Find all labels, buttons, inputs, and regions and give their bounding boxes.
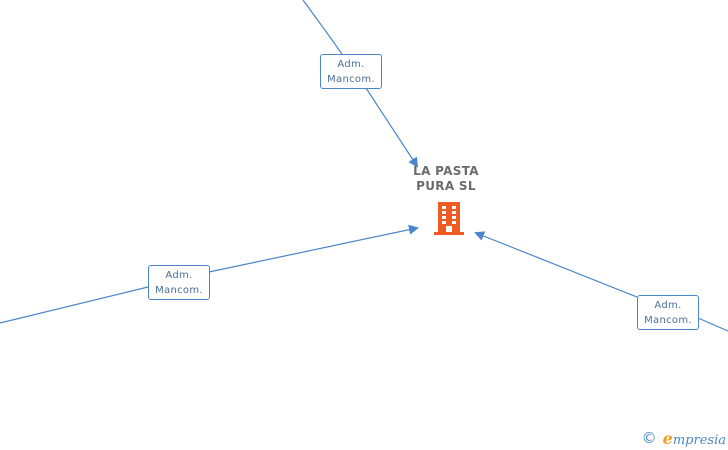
edge-right-inner xyxy=(474,231,638,298)
edge-top-lower xyxy=(365,87,419,168)
edge-left-inner xyxy=(208,224,419,273)
relation-label-left[interactable]: Adm. Mancom. xyxy=(148,265,210,300)
copyright-icon: © xyxy=(641,429,657,447)
footer: © empresia xyxy=(642,428,726,448)
edge-right-outer xyxy=(697,317,728,332)
brand-logo[interactable]: empresia xyxy=(663,429,726,448)
edge-left-outer xyxy=(0,286,149,324)
brand-logo-initial: e xyxy=(662,428,673,448)
relation-label-line2: Mancom. xyxy=(644,315,692,326)
relation-label-line2: Mancom. xyxy=(155,285,203,296)
relation-label-right[interactable]: Adm. Mancom. xyxy=(637,295,699,330)
relation-label-top[interactable]: Adm. Mancom. xyxy=(320,54,382,89)
relation-label-line1: Adm. xyxy=(165,270,193,281)
company-name-line2: PURA SL xyxy=(416,179,476,193)
brand-logo-text: mpresia xyxy=(672,432,726,448)
relation-label-line2: Mancom. xyxy=(327,74,375,85)
building-icon[interactable] xyxy=(433,200,465,236)
company-name-line1: LA PASTA xyxy=(413,164,479,178)
company-name[interactable]: LA PASTA PURA SL xyxy=(396,164,496,194)
relation-label-line1: Adm. xyxy=(337,59,365,70)
edge-top-upper xyxy=(302,0,343,55)
relation-label-line1: Adm. xyxy=(654,300,682,311)
